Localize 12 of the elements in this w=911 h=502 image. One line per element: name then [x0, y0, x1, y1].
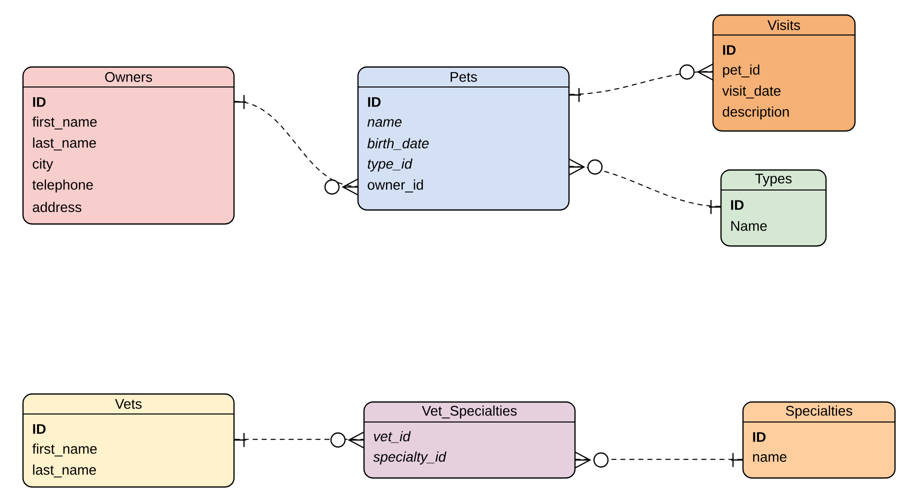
entity-table: Pets ID name birth_date type_id owner_id [357, 66, 570, 211]
relationship-line [233, 431, 365, 449]
relationship-line [568, 63, 714, 103]
entity-table: Types ID Name [720, 169, 827, 247]
entity-table: Vet_Specialties vet_id specialty_id [363, 401, 576, 479]
relationship-line [233, 94, 359, 196]
entity-table: Vets ID first_name last_name [22, 393, 235, 488]
relationship-line [568, 158, 722, 215]
entity-table: Owners ID first_name last_name city telephone address [22, 66, 235, 225]
entity-table: Visits ID pet_id visit_date description [712, 14, 856, 132]
relationship-line [574, 451, 744, 469]
entity-table: Specialties ID name [742, 401, 896, 479]
